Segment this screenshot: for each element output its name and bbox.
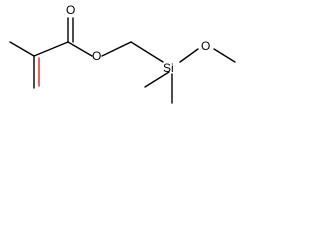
alkene-to-carbonyl-bond (33, 41, 69, 57)
carbonyl-oxygen-label: O (66, 3, 75, 17)
skeletal-formula: O O Si O (9, 3, 236, 104)
ester-oxygen-to-methylene-bond (101, 41, 132, 57)
molecule-structure: O O Si O (0, 0, 250, 112)
silicon-label: Si (163, 61, 174, 75)
methoxy-oxygen-label: O (201, 39, 210, 53)
methyl-to-alkene-carbon-bond (9, 41, 35, 57)
ester-oxygen-label: O (92, 49, 101, 63)
silicon-to-methoxy-oxygen-bond (179, 48, 199, 63)
methoxy-oxygen-to-methyl-bond (213, 48, 236, 63)
silicon-to-left-methyl-bond (144, 71, 170, 88)
carbonyl-to-ester-oxygen-bond (67, 41, 93, 57)
methylene-to-silicon-bond (130, 41, 164, 63)
